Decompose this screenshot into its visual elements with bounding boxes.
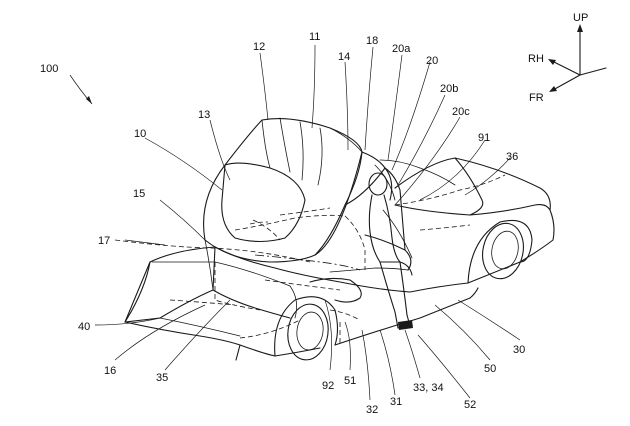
occupant-figure xyxy=(368,172,413,330)
label-13: 13 xyxy=(198,109,210,121)
label-33-34: 33, 34 xyxy=(413,382,444,394)
occupant-head xyxy=(368,172,388,196)
label-15: 15 xyxy=(133,188,145,200)
vehicle-body xyxy=(124,157,555,361)
label-20a: 20a xyxy=(392,43,411,55)
label-30: 30 xyxy=(513,344,525,356)
label-10: 10 xyxy=(134,128,146,140)
label-up: UP xyxy=(573,12,588,24)
reference-numerals: 100 10 11 12 13 14 15 16 17 18 20 20a 20… xyxy=(40,31,525,416)
front-wheel xyxy=(287,303,329,361)
interior-hidden-lines xyxy=(114,174,506,345)
label-18: 18 xyxy=(366,35,378,47)
label-20b: 20b xyxy=(440,83,458,95)
label-31: 31 xyxy=(390,396,402,408)
label-92: 92 xyxy=(322,380,334,392)
leader-lines xyxy=(69,44,521,401)
rear-wheel xyxy=(482,222,524,280)
label-12: 12 xyxy=(253,41,265,53)
label-17: 17 xyxy=(98,235,110,247)
canopy xyxy=(203,117,393,263)
label-11: 11 xyxy=(309,31,320,43)
label-36: 36 xyxy=(506,151,518,163)
orientation-axes xyxy=(548,24,607,92)
label-50: 50 xyxy=(484,363,496,375)
label-fr: FR xyxy=(529,92,544,104)
label-20c: 20c xyxy=(452,106,470,118)
label-16: 16 xyxy=(104,365,116,377)
label-51: 51 xyxy=(344,375,356,387)
door-frame xyxy=(309,159,456,303)
label-35: 35 xyxy=(156,372,168,384)
label-14: 14 xyxy=(338,51,350,63)
label-32: 32 xyxy=(366,404,378,416)
label-52: 52 xyxy=(464,399,476,411)
orientation-labels: UP RH FR xyxy=(528,12,588,104)
label-100: 100 xyxy=(40,63,58,75)
label-20: 20 xyxy=(426,55,438,67)
label-40: 40 xyxy=(78,321,90,333)
label-rh: RH xyxy=(528,53,544,65)
label-91: 91 xyxy=(478,132,490,144)
